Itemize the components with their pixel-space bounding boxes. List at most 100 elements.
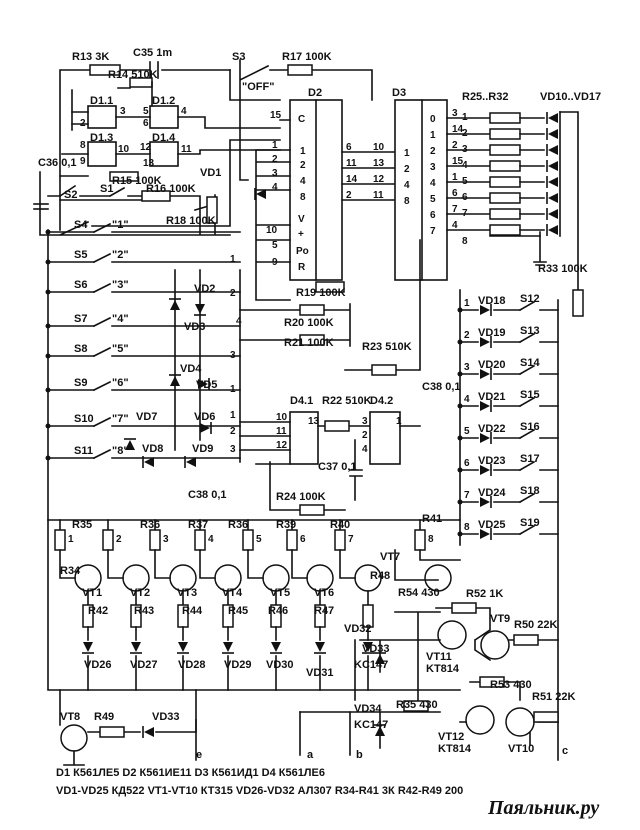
resistor-r19 [315,281,345,293]
gate-d1-3 [87,141,117,167]
base-resistor-8 [414,529,426,551]
svg-text:1: 1 [230,254,236,265]
svg-text:1: 1 [230,410,236,421]
label-vt5: VT5 [270,587,290,599]
label-c37: C37 0,1 [318,461,357,473]
label-vd21: VD21 [478,391,506,403]
label-vd28: VD28 [178,659,206,671]
svg-text:8: 8 [300,192,306,203]
resistor-rn-5 [489,176,521,188]
svg-text:2: 2 [230,288,236,299]
svg-text:4: 4 [181,106,187,117]
vt8-block [59,689,197,766]
svg-text:3: 3 [120,106,126,117]
svg-text:3: 3 [462,144,468,155]
label-d1-4: D1.4 [152,132,176,144]
svg-text:4: 4 [272,182,278,193]
svg-text:1: 1 [300,146,306,157]
label-r18: R18 100K [166,215,216,227]
svg-text:6: 6 [143,118,149,129]
label-vt11: VT11 [426,651,452,663]
svg-text:1: 1 [272,140,278,151]
svg-text:11: 11 [346,158,357,169]
svg-text:5: 5 [143,106,149,117]
label-s18: S18 [520,485,540,497]
svg-text:4: 4 [362,444,368,455]
gate-d1-2 [149,105,179,129]
label-r51: R51 22K [532,691,575,703]
resistor-rn-6 [489,192,521,204]
col-num-5: 5 [256,534,262,545]
switch-s8-ref: S8 [74,343,87,355]
label-vd6: VD6 [194,411,215,423]
svg-text:1: 1 [462,112,468,123]
svg-text:14: 14 [452,124,464,135]
label-vd8: VD8 [142,443,163,455]
resistor-r50 [513,634,539,646]
label-r39: R39 [276,519,296,531]
label-c38-bottom: C38 0,1 [188,489,227,501]
resistor-r53 [479,676,505,688]
label-r13: R13 3K [72,51,109,63]
label-net-c: c [562,745,568,757]
svg-text:11: 11 [373,190,384,201]
base-resistor-3 [149,529,161,551]
diode-vd12 [546,144,559,156]
svg-text:6: 6 [452,188,458,199]
label-vd27: VD27 [130,659,158,671]
gate-d1-4 [149,141,179,167]
label-r46: R46 [268,605,288,617]
resistor-r15 [109,171,139,182]
resistor-r16 [141,190,171,202]
label-r15: R15 100K [112,175,162,187]
label-vt8: VT8 [60,711,80,723]
gate-d1-1 [87,105,117,129]
watermark-text: Паяльник.ру [487,797,599,819]
diode-vd14 [546,176,559,188]
label-vd26: VD26 [84,659,112,671]
switch-s9-ref: S9 [74,377,87,389]
diode-vd16 [546,208,559,220]
label-vt10: VT10 [508,743,534,755]
label-r44: R44 [182,605,203,617]
label-r23: R23 510K [362,341,412,353]
svg-text:3: 3 [272,168,278,179]
label-c35: C35 1m [133,47,172,59]
label-vt9: VT9 [490,613,510,625]
label-d4-1: D4.1 [290,395,313,407]
label-kt814-a: KT814 [426,663,460,675]
switch-s10-ref: S10 [74,413,94,425]
label-vd22: VD22 [478,423,506,435]
base-resistor-7 [334,529,346,551]
label-vt7: VT7 [380,551,400,563]
svg-text:12: 12 [276,440,288,451]
svg-text:4: 4 [404,180,410,191]
resistor-r24 [299,504,325,516]
svg-text:11: 11 [276,426,287,437]
switch-s11-key: "8" [112,445,129,457]
led-1 [82,641,94,654]
switch-s10-key: "7" [112,413,129,425]
svg-text:5: 5 [462,176,468,187]
switch-s6-key: "3" [112,279,129,291]
right-col-num-1: 1 [464,298,470,309]
legend-line-1: D1 К561ЛЕ5 D2 К561ИЕ11 D3 К561ИД1 D4 К56… [56,767,325,779]
resistor-r52 [451,602,477,614]
legend-line-2: VD1-VD25 КД522 VT1-VT10 КТ315 VD26-VD32 … [56,785,463,797]
svg-text:4: 4 [462,160,468,171]
right-col-num-4: 4 [464,394,470,405]
label-kt814-b: KT814 [438,743,472,755]
resistor-rn-4 [489,160,521,172]
svg-text:10: 10 [266,225,278,236]
label-r49: R49 [94,711,114,723]
label-vd34: VD34 [354,703,382,715]
led-2 [130,641,142,654]
label-r41: R41 [422,513,442,525]
label-r34: R34 [60,565,81,577]
switch-s5-key: "2" [112,249,129,261]
label-vt12: VT12 [438,731,464,743]
resistor-rn-3 [489,144,521,156]
